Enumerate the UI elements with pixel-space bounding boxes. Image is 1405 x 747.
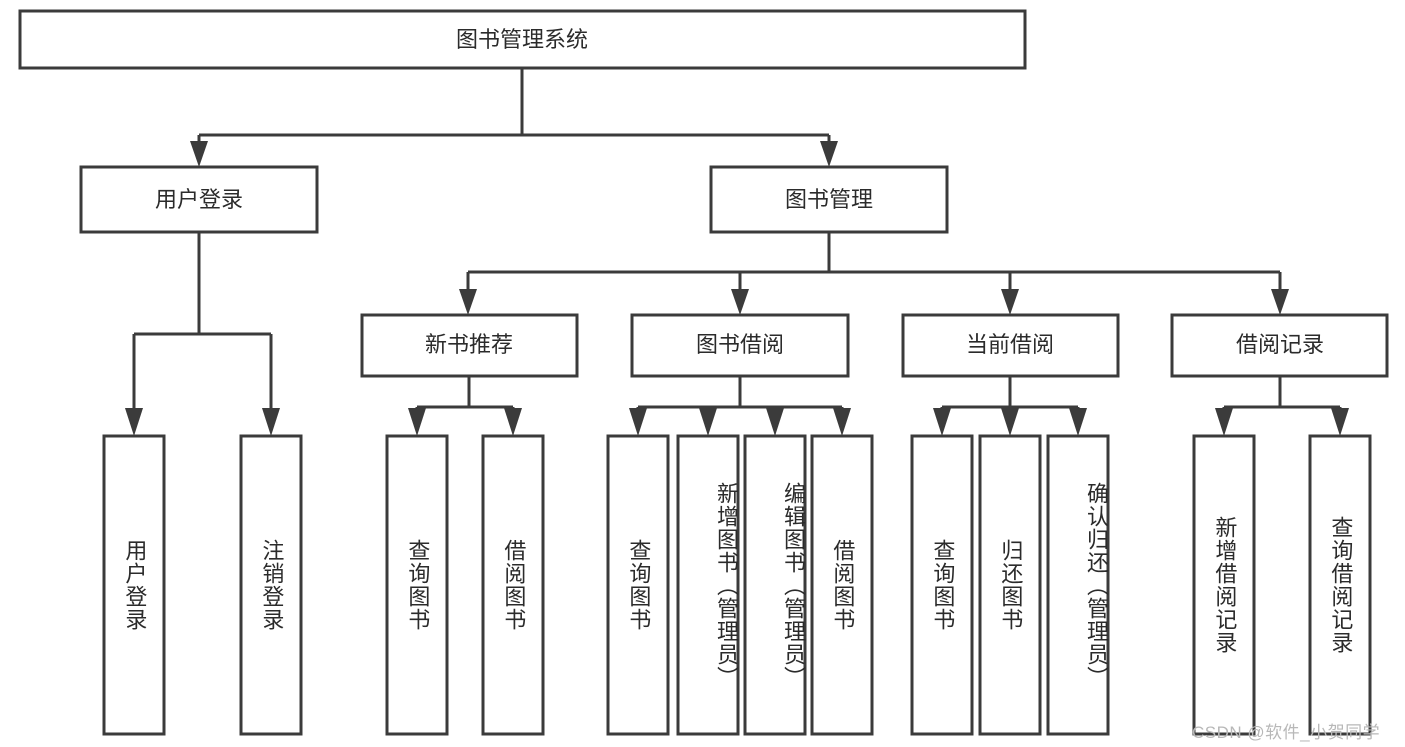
node-book-borrow-label: 图书借阅 bbox=[696, 332, 784, 357]
node-leaf-add-book-admin-label: 新增图书（管理员） bbox=[714, 481, 739, 689]
csdn-watermark: CSDN @软件_小贺同学 bbox=[1192, 723, 1381, 742]
node-new-book-recommend-label: 新书推荐 bbox=[425, 332, 513, 357]
arrowhead-newbook-leaf1 bbox=[408, 408, 426, 436]
connector-group-userlogin bbox=[125, 232, 280, 436]
node-leaf-return-book[interactable] bbox=[978, 434, 1042, 736]
arrowhead-root-to-userlogin bbox=[190, 141, 208, 167]
node-leaf-edit-book-admin[interactable] bbox=[743, 434, 807, 736]
node-leaf-add-book-admin[interactable] bbox=[676, 434, 740, 736]
arrowhead-bookmgmt-c4 bbox=[1271, 289, 1289, 315]
arrowhead-bookborrow-leaf2 bbox=[699, 408, 717, 436]
arrowhead-newbook-leaf2 bbox=[504, 408, 522, 436]
node-leaf-confirm-return-admin-label: 确认归还（管理员） bbox=[1084, 481, 1109, 689]
arrowhead-userlogin-leaf1 bbox=[125, 408, 143, 436]
connector-group-root bbox=[190, 68, 838, 167]
node-leaf-user-login-label: 用户登录 bbox=[122, 539, 148, 631]
node-leaf-borrow-book[interactable] bbox=[810, 434, 874, 736]
arrowhead-bookborrow-leaf4 bbox=[833, 408, 851, 436]
arrowhead-bookmgmt-c1 bbox=[459, 289, 477, 315]
node-borrow-record-label: 借阅记录 bbox=[1236, 332, 1324, 357]
node-leaf-user-login[interactable] bbox=[102, 434, 166, 736]
arrowhead-userlogin-leaf2 bbox=[262, 408, 280, 436]
node-new-book-recommend[interactable] bbox=[360, 313, 579, 378]
arrowhead-bookborrow-leaf3 bbox=[766, 408, 784, 436]
node-leaf-return-book-label: 归还图书 bbox=[998, 539, 1024, 631]
node-user-login-label: 用户登录 bbox=[155, 187, 243, 212]
connector-group-bookmgmt bbox=[459, 232, 1289, 315]
node-book-management-label: 图书管理 bbox=[785, 187, 873, 212]
node-leaf-edit-book-admin-label: 编辑图书（管理员） bbox=[781, 481, 806, 689]
node-leaf-add-borrow-record-label: 新增借阅记录 bbox=[1212, 516, 1238, 654]
node-root[interactable] bbox=[18, 9, 1027, 70]
node-leaf-borrow-book-recommend[interactable] bbox=[481, 434, 545, 736]
arrowhead-borrowrecord-leaf1 bbox=[1215, 408, 1233, 436]
arrowhead-bookmgmt-c3 bbox=[1001, 289, 1019, 315]
arrowhead-currentborrow-leaf2 bbox=[1001, 408, 1019, 436]
node-leaf-logout-label: 注销登录 bbox=[259, 539, 285, 631]
node-leaf-logout[interactable] bbox=[239, 434, 303, 736]
arrowhead-bookborrow-leaf1 bbox=[629, 408, 647, 436]
node-book-borrow[interactable] bbox=[630, 313, 850, 378]
connector-group-borrowrecord bbox=[1215, 376, 1349, 436]
arrowhead-borrowrecord-leaf2 bbox=[1331, 408, 1349, 436]
arrowhead-bookmgmt-c2 bbox=[731, 289, 749, 315]
node-borrow-record[interactable] bbox=[1170, 313, 1389, 378]
node-leaf-query-book-recommend-label: 查询图书 bbox=[405, 539, 431, 631]
node-leaf-query-book-recommend[interactable] bbox=[385, 434, 449, 736]
node-leaf-borrow-book-label: 借阅图书 bbox=[830, 539, 856, 631]
node-leaf-query-borrow-record[interactable] bbox=[1308, 434, 1372, 736]
node-leaf-borrow-book-recommend-label: 借阅图书 bbox=[501, 539, 527, 631]
node-leaf-query-book-current[interactable] bbox=[910, 434, 974, 736]
node-leaf-query-book-current-label: 查询图书 bbox=[930, 539, 956, 631]
connector-group-bookborrow bbox=[629, 376, 851, 436]
arrowhead-currentborrow-leaf3 bbox=[1069, 408, 1087, 436]
node-current-borrow[interactable] bbox=[901, 313, 1120, 378]
arrowhead-currentborrow-leaf1 bbox=[933, 408, 951, 436]
connector-group-currentborrow bbox=[933, 376, 1087, 436]
node-root-label: 图书管理系统 bbox=[456, 27, 588, 52]
node-leaf-query-borrow-record-label: 查询借阅记录 bbox=[1328, 516, 1354, 654]
node-leaf-confirm-return-admin[interactable] bbox=[1046, 434, 1110, 736]
node-leaf-query-book-borrow[interactable] bbox=[606, 434, 670, 736]
node-leaf-add-borrow-record[interactable] bbox=[1192, 434, 1256, 736]
node-leaf-query-book-borrow-label: 查询图书 bbox=[626, 539, 652, 631]
node-user-login[interactable] bbox=[79, 165, 319, 234]
arrowhead-root-to-bookmgmt bbox=[820, 141, 838, 167]
connector-group-newbook bbox=[408, 376, 522, 436]
node-current-borrow-label: 当前借阅 bbox=[966, 332, 1054, 357]
node-book-management[interactable] bbox=[709, 165, 949, 234]
